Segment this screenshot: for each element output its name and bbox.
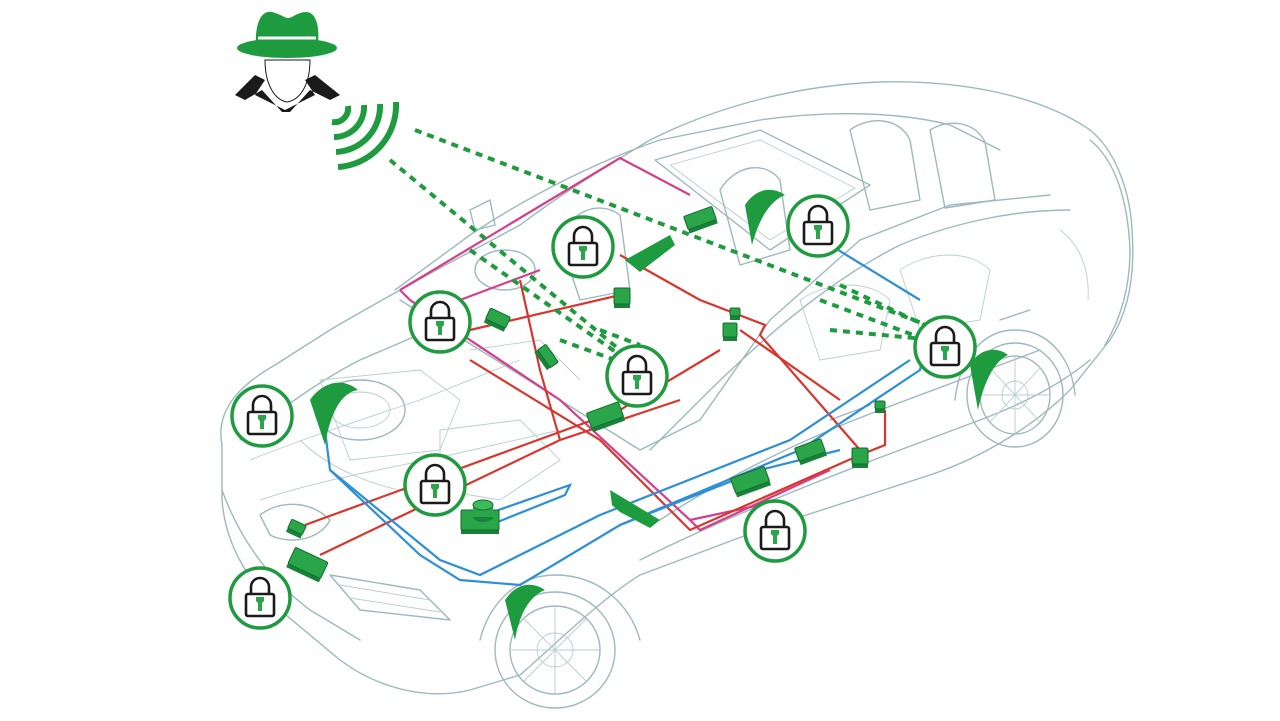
ecu-module-icon: [874, 400, 886, 413]
lock-rear-door: [913, 315, 977, 379]
ecu-module-icon: [729, 307, 741, 320]
rocker-line: [639, 359, 1091, 561]
flag-arrow-icon: [745, 189, 785, 245]
flag-arrow-icon: [505, 584, 545, 640]
pink-wire-roof: [399, 156, 691, 291]
car-body-outline: [220, 81, 1134, 695]
hacker-hat-icon: [235, 11, 340, 112]
pink-wire-floor: [689, 469, 831, 532]
flag-arrows: [310, 189, 1008, 640]
door-handle-rear: [999, 309, 1031, 321]
padlock-badges: [228, 194, 977, 630]
padlock-icon: [419, 463, 451, 505]
padlock-icon: [621, 354, 653, 396]
red-wire-front: [319, 398, 681, 556]
headlight-left: [259, 503, 331, 541]
padlock-icon: [929, 325, 961, 367]
flag-arrow-icon: [625, 235, 675, 272]
red-wire-door: [739, 329, 841, 401]
rear-outline: [1089, 139, 1131, 346]
blue-wire-engine: [469, 483, 573, 527]
blue-wire-rear: [829, 244, 921, 301]
padlock-icon: [244, 576, 276, 618]
ecu-modules: [285, 206, 886, 583]
ecu-module-icon: [586, 401, 626, 433]
sunroof-outline: [654, 129, 871, 251]
ecu-module-icon: [722, 322, 738, 341]
attack-path-2: [388, 158, 622, 352]
blue-wire-parallel: [329, 359, 911, 577]
padlock-icon: [802, 204, 834, 246]
attack-path-8: [559, 338, 616, 362]
pink-wire-dash: [399, 289, 761, 522]
lock-hood-left: [408, 290, 472, 354]
red-wire-mid: [518, 279, 562, 441]
ecu-module-icon: [286, 547, 329, 583]
lock-roof-rear: [786, 194, 850, 258]
wireless-signal-icon: [331, 101, 400, 170]
padlock-icon: [424, 300, 456, 342]
front-bumper: [221, 489, 361, 641]
padlock-icon: [567, 225, 599, 267]
ecu-module-icon: [285, 519, 307, 539]
attack-path-5: [829, 328, 936, 342]
lock-headlight: [230, 384, 294, 448]
blue-wire-main: [318, 319, 932, 587]
ecu-module-icon: [794, 438, 827, 466]
ecu-module-icon: [613, 287, 631, 308]
flag-arrow-icon: [970, 349, 1008, 410]
ecu-module-icon: [534, 344, 559, 371]
attack-path-6: [839, 283, 936, 332]
windshield-lower: [399, 194, 1051, 451]
attack-path-1: [414, 128, 941, 332]
seats: [559, 120, 996, 361]
padlock-icon: [246, 394, 278, 436]
door-line: [659, 349, 1041, 521]
front-wheel: [494, 591, 616, 709]
pink-wire-branch: [459, 268, 541, 302]
red-wire-roof: [619, 254, 861, 451]
ecu-module-icon: [851, 447, 869, 468]
flag-arrow-icon: [610, 490, 660, 528]
windshield-outline: [394, 112, 1001, 291]
flag-arrow-icon: [310, 382, 358, 445]
steering-wheel: [474, 249, 536, 291]
ecu-module-icon: [483, 307, 511, 332]
lock-dashboard: [605, 344, 669, 408]
lock-floor-rear: [743, 499, 807, 563]
ecu-module-icon: [683, 206, 718, 234]
front-wheel-arch: [479, 574, 641, 641]
ecu-module-icon: [730, 466, 772, 498]
side-mirror: [469, 199, 496, 231]
side-window-outline: [649, 209, 1071, 451]
lock-roof-center: [551, 215, 615, 279]
red-wire-floor: [469, 359, 887, 532]
lock-engine: [403, 453, 467, 517]
padlock-icon: [759, 509, 791, 551]
car-outline: [220, 81, 1134, 709]
lock-front-bumper: [228, 566, 292, 630]
grille: [329, 574, 451, 621]
attack-path-3: [468, 248, 622, 357]
ecu-module-icon: [472, 499, 494, 522]
